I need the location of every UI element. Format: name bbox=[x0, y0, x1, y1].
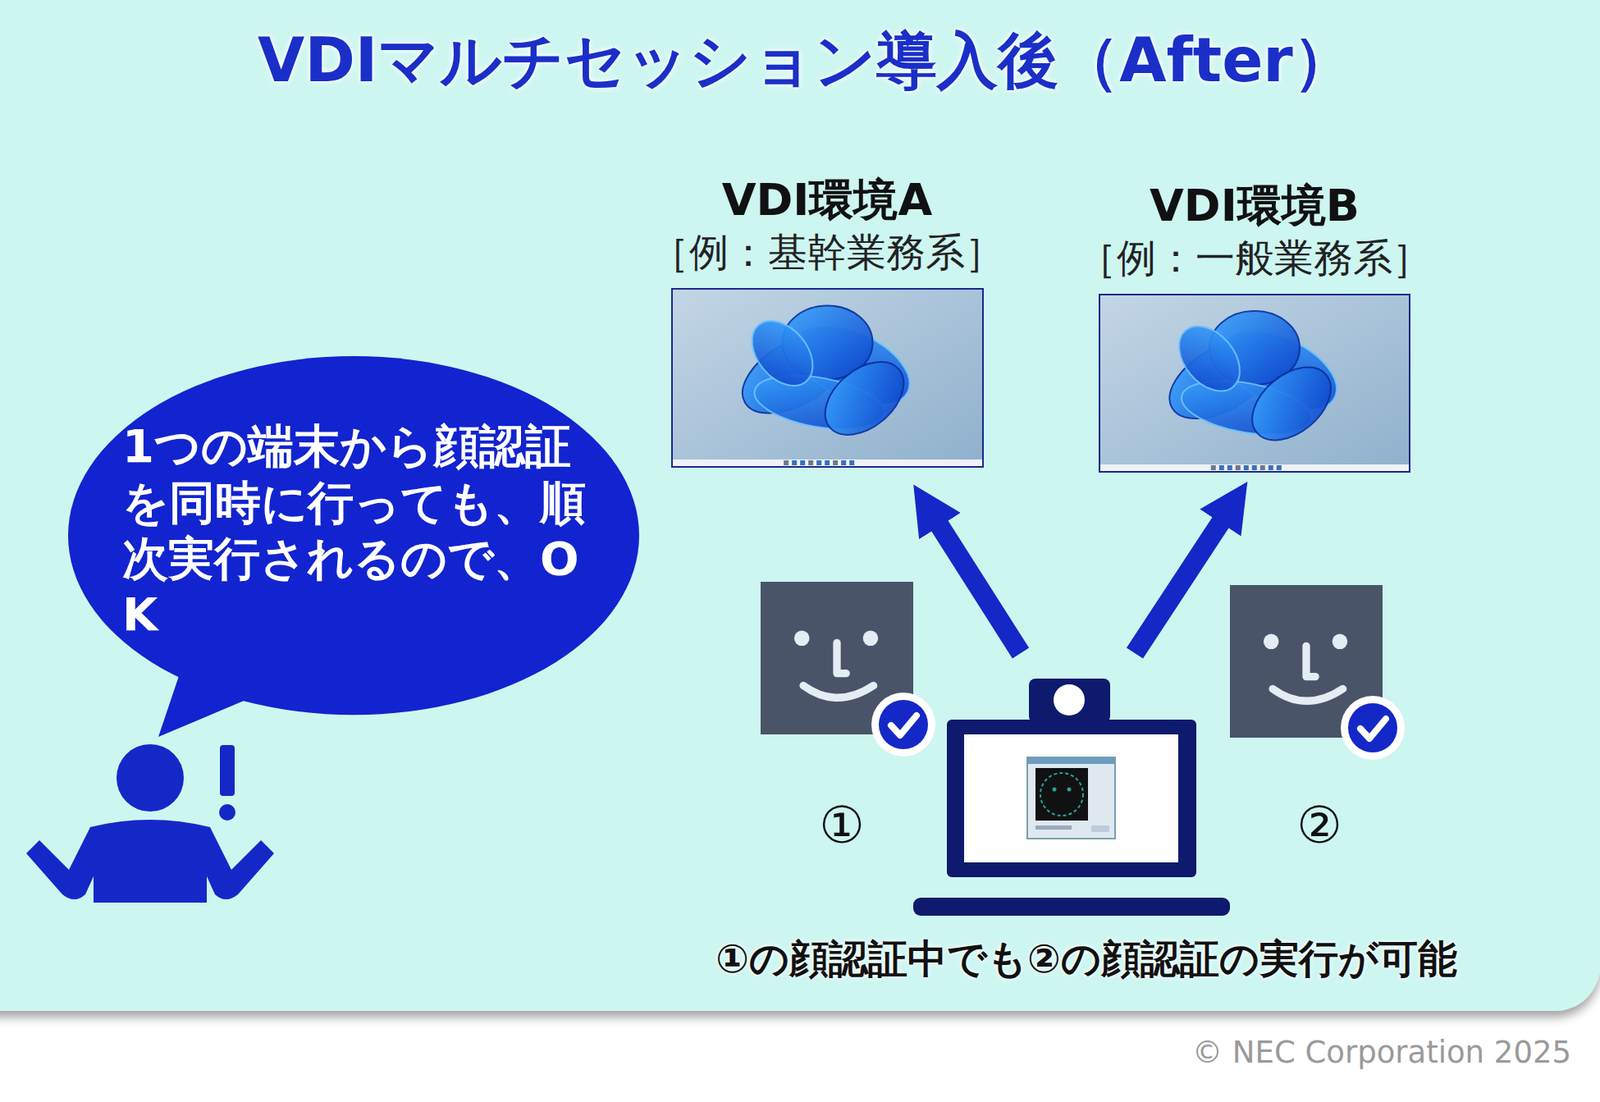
callout-number: ② bbox=[1296, 795, 1343, 855]
environment-name: VDI環境A bbox=[645, 172, 1009, 229]
callout-number: ① bbox=[818, 795, 865, 855]
vdi-screen: VDI環境A［例：基幹業務系］ bbox=[645, 172, 1009, 469]
check-badge bbox=[1340, 695, 1405, 760]
bubble-text: 1つの端末から顔認証を同時に行っても、順次実行されるので、OK bbox=[122, 418, 599, 643]
title: VDIマルチセッション導入後（After） bbox=[257, 20, 1354, 103]
environment-name: VDI環境B bbox=[1073, 178, 1436, 234]
laptop-icon bbox=[913, 678, 1230, 916]
environment-example: ［例：基幹業務系］ bbox=[645, 227, 1009, 277]
environment-example: ［例：一般業務系］ bbox=[1073, 233, 1436, 283]
caption-note: ①の顔認証中でも②の顔認証の実行が可能 bbox=[715, 932, 1457, 986]
panel bbox=[0, 0, 1600, 1011]
check-badge bbox=[871, 692, 936, 757]
vdi-screen: VDI環境B［例：一般業務系］ bbox=[1073, 178, 1436, 474]
desktop-screen bbox=[671, 288, 984, 468]
person-icon bbox=[26, 744, 275, 903]
speech-bubble: 1つの端末から顔認証を同時に行っても、順次実行されるので、OK bbox=[68, 356, 640, 715]
desktop-screen bbox=[1098, 293, 1411, 473]
copyright: © NEC Corporation 2025 bbox=[1192, 1034, 1572, 1070]
arrow bbox=[934, 517, 1021, 654]
arrow bbox=[1134, 514, 1226, 654]
